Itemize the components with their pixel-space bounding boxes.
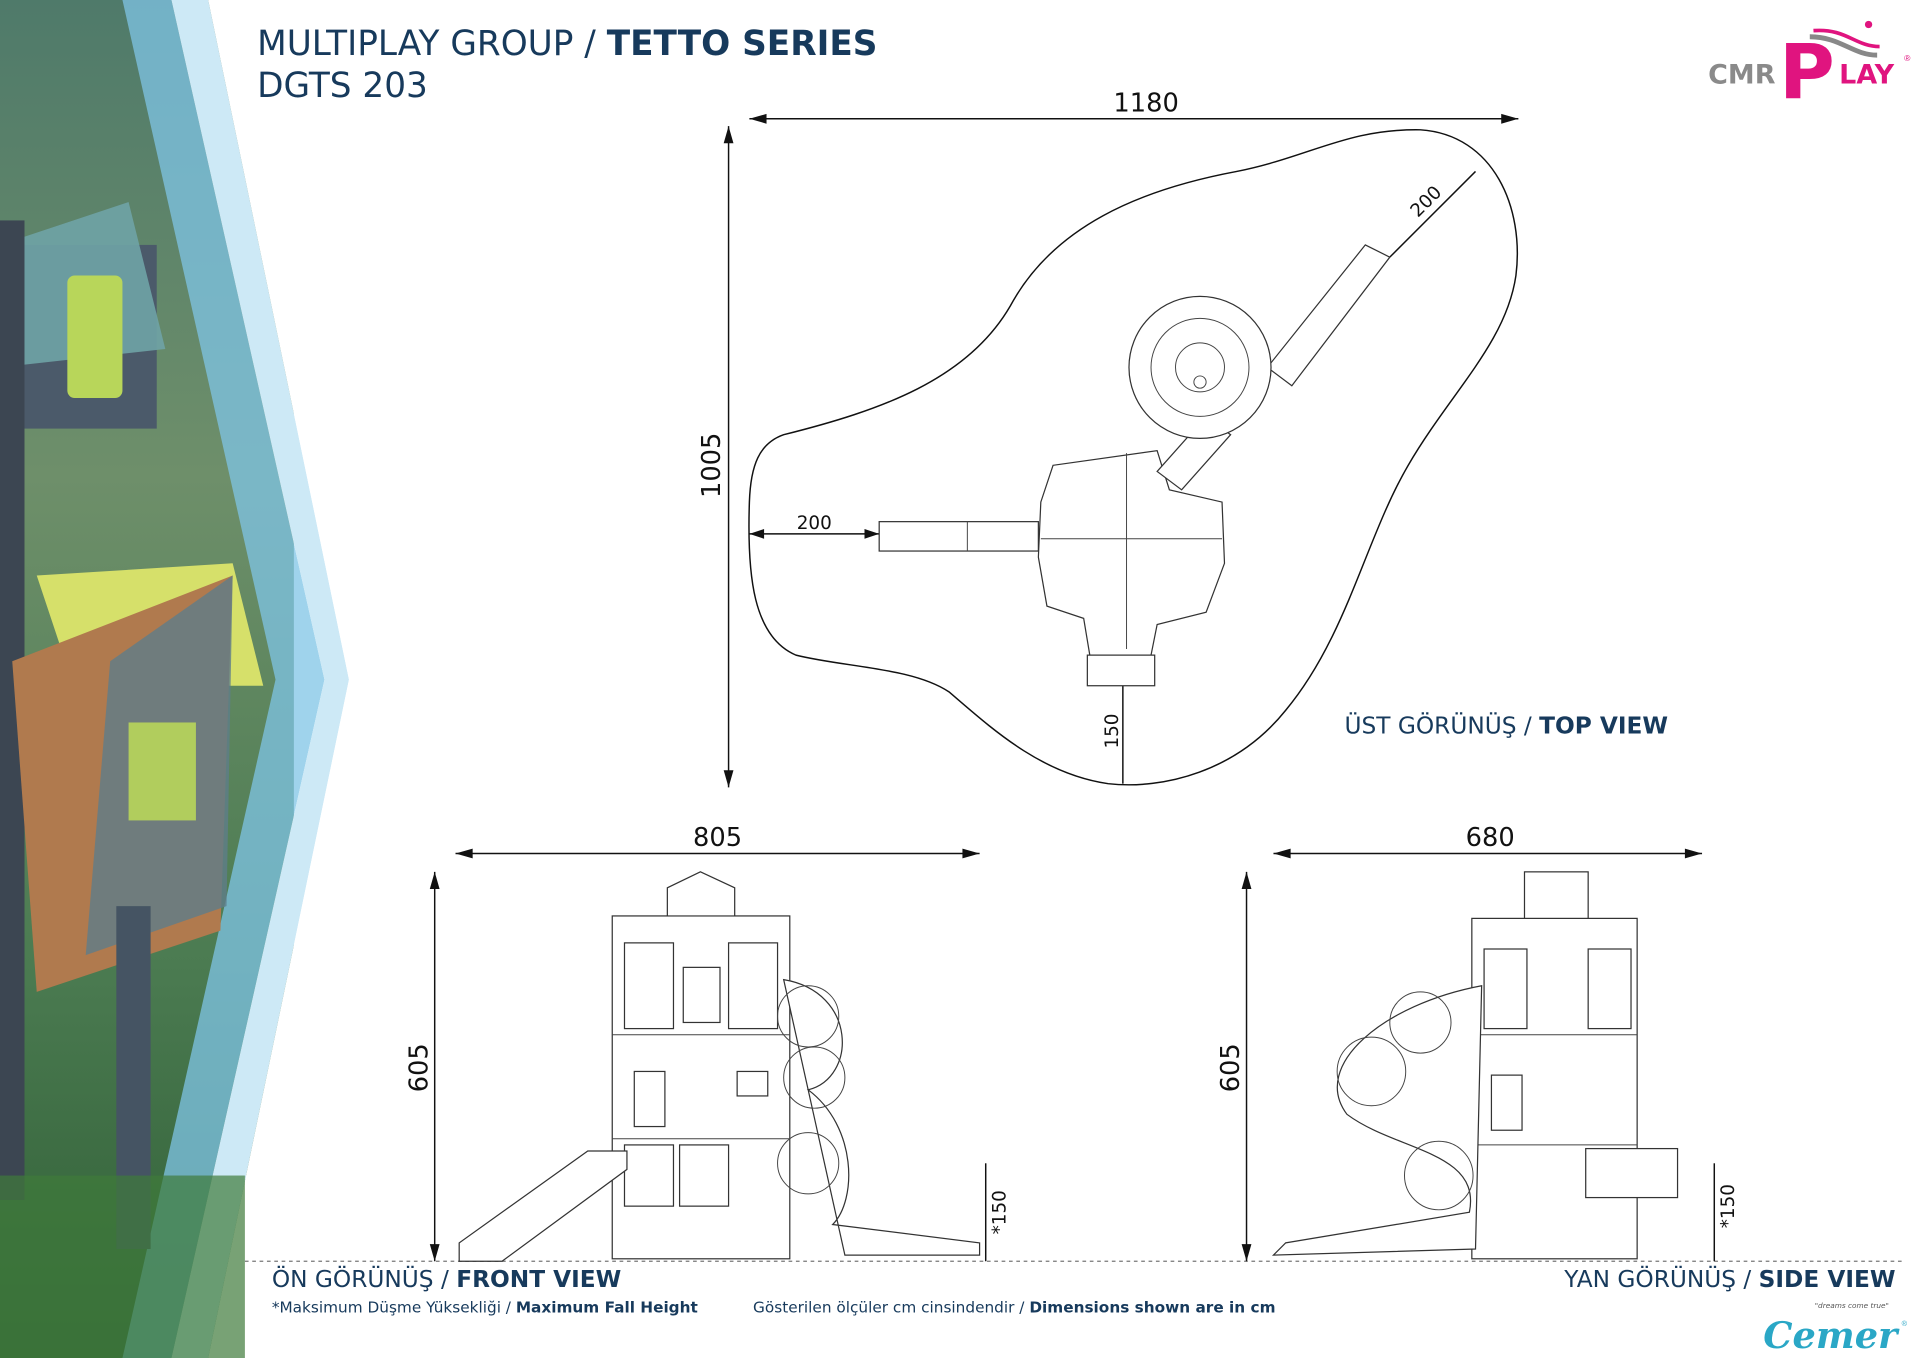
front-fall-height: *150 xyxy=(989,1190,1010,1234)
top-width-dimension: 1180 xyxy=(1113,88,1178,118)
side-height-dimension: 605 xyxy=(1216,1043,1246,1092)
side-view-label: YAN GÖRÜNÜŞ / SIDE VIEW xyxy=(1563,1265,1895,1293)
front-width-dimension: 805 xyxy=(693,823,742,853)
front-height-dimension: 605 xyxy=(404,1043,434,1092)
playhouse-photo xyxy=(0,202,264,1358)
front-view-label: ÖN GÖRÜNÜŞ / FRONT VIEW xyxy=(272,1265,622,1293)
svg-text:CMR: CMR xyxy=(1708,59,1776,90)
side-width-dimension: 680 xyxy=(1466,823,1515,853)
side-view-drawing: 680 605 *150 xyxy=(1216,823,1739,1262)
bottom-clearance-dimension: 150 xyxy=(1102,714,1123,749)
cmrplay-logo: CMR P LAY ® xyxy=(1708,20,1911,116)
cemer-logo: "dreams come true" Cemer ® xyxy=(1763,1301,1907,1357)
front-view-drawing: 805 605 *150 xyxy=(404,823,1010,1262)
dimensions-note: Gösterilen ölçüler cm cinsindendir / Dim… xyxy=(753,1299,1275,1317)
svg-text:P: P xyxy=(1779,28,1835,116)
page-title: MULTIPLAY GROUP / TETTO SERIES xyxy=(257,24,877,64)
svg-text:"dreams come true": "dreams come true" xyxy=(1815,1301,1889,1310)
top-depth-dimension: 1005 xyxy=(697,433,727,498)
svg-text:®: ® xyxy=(1902,1319,1908,1328)
svg-text:Cemer: Cemer xyxy=(1763,1314,1900,1357)
svg-text:LAY: LAY xyxy=(1839,59,1894,90)
left-clearance-dimension: 200 xyxy=(797,513,832,534)
svg-text:®: ® xyxy=(1904,53,1911,63)
fall-height-note: *Maksimum Düşme Yüksekliği / Maximum Fal… xyxy=(272,1299,698,1317)
side-fall-height: *150 xyxy=(1718,1184,1739,1228)
top-view-label: ÜST GÖRÜNÜŞ / TOP VIEW xyxy=(1344,711,1668,739)
safety-zone-outline xyxy=(748,129,1518,786)
model-code: DGTS 203 xyxy=(257,66,428,106)
